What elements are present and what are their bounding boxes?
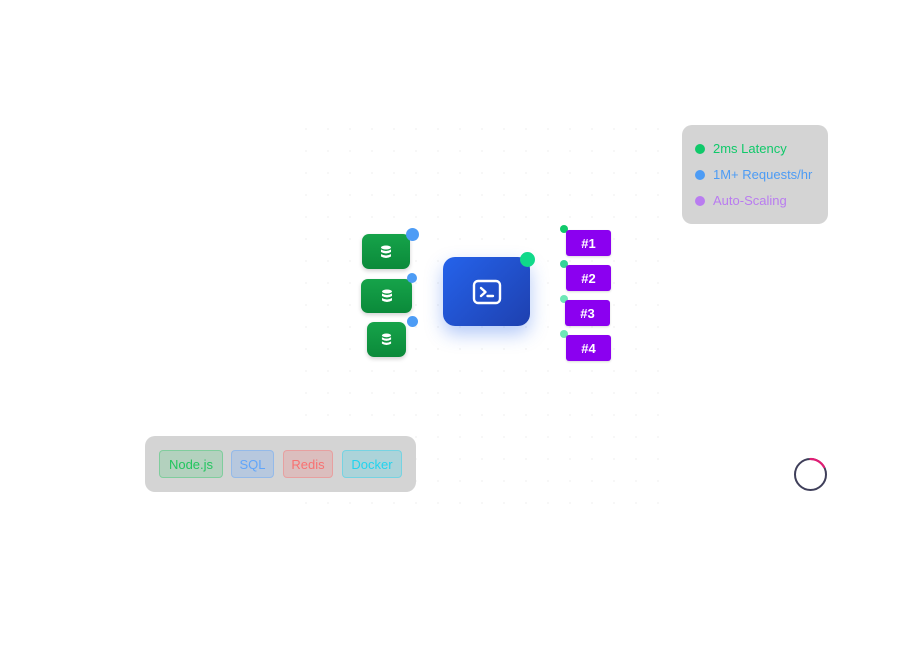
tech-tag-redis[interactable]: Redis <box>283 450 333 478</box>
stat-latency: 2ms Latency <box>695 141 787 156</box>
output-badge-2[interactable]: #2 <box>566 265 611 291</box>
spinner-icon <box>794 457 827 491</box>
connector-dot <box>406 228 419 241</box>
database-node-1[interactable] <box>362 234 410 269</box>
tech-tag-docker[interactable]: Docker <box>342 450 402 478</box>
stat-label: 1M+ Requests/hr <box>713 167 813 182</box>
tech-tag-nodejs[interactable]: Node.js <box>159 450 223 478</box>
output-badge-1[interactable]: #1 <box>566 230 611 256</box>
output-badge-4[interactable]: #4 <box>566 335 611 361</box>
tech-stack-panel: Node.js SQL Redis Docker <box>145 436 416 492</box>
stat-requests: 1M+ Requests/hr <box>695 167 812 182</box>
connector-dot <box>560 295 568 303</box>
stat-autoscaling: Auto-Scaling <box>695 193 787 208</box>
connector-dot <box>560 330 568 338</box>
server-node[interactable] <box>443 257 530 326</box>
database-node-3[interactable] <box>367 322 406 357</box>
connector-dot <box>560 260 568 268</box>
database-icon <box>381 245 391 258</box>
database-node-2[interactable] <box>361 279 412 313</box>
tech-tag-sql[interactable]: SQL <box>231 450 274 478</box>
connector-dot <box>560 225 568 233</box>
connector-dot <box>407 316 418 327</box>
status-online-dot <box>520 252 535 267</box>
database-icon <box>381 289 392 302</box>
output-badge-3[interactable]: #3 <box>565 300 610 326</box>
stat-dot <box>695 143 705 154</box>
stat-dot <box>695 169 705 180</box>
database-icon <box>381 333 392 345</box>
connector-dot <box>407 273 417 283</box>
stat-dot <box>695 195 705 206</box>
stat-label: Auto-Scaling <box>713 193 787 208</box>
terminal-icon <box>472 279 501 304</box>
stat-label: 2ms Latency <box>713 141 787 156</box>
stats-panel: 2ms Latency 1M+ Requests/hr Auto-Scaling <box>682 125 828 224</box>
